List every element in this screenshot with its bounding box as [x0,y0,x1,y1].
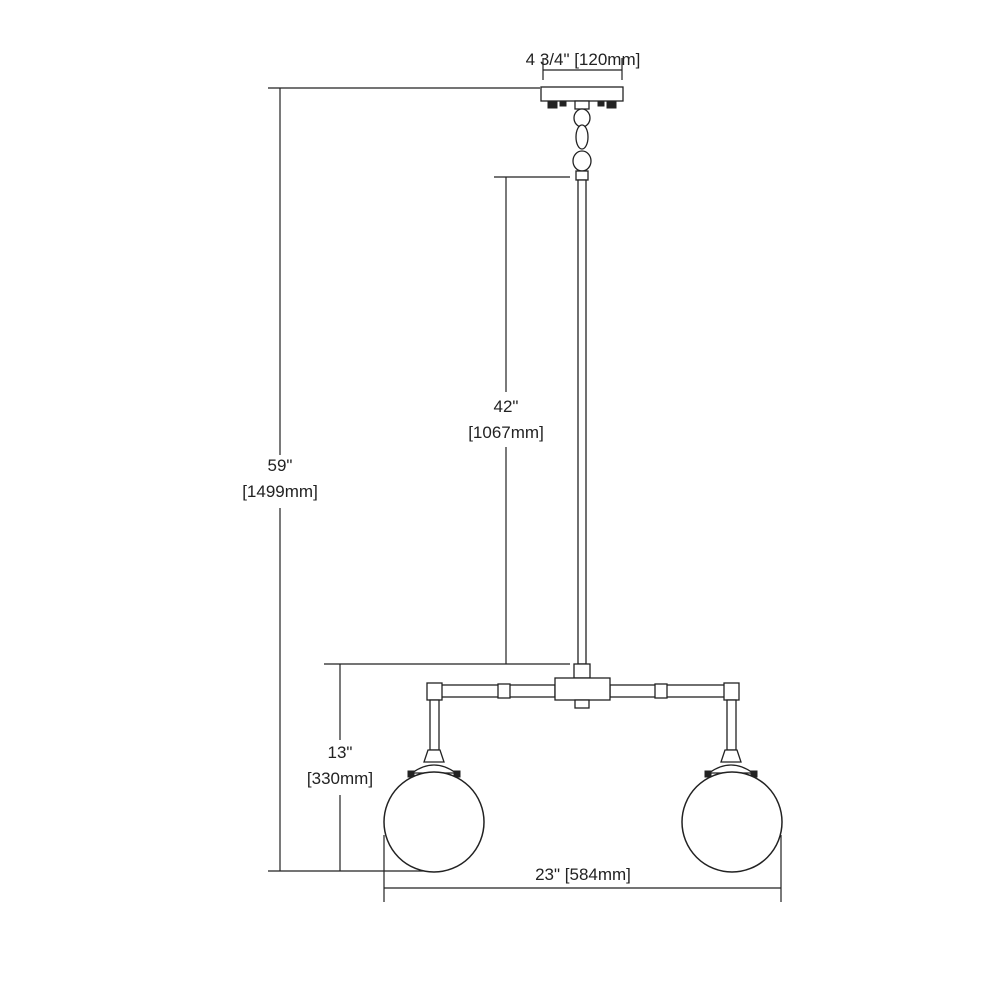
center-hub [554,677,611,701]
left-arm-elbow [426,682,443,701]
left-globe [383,771,485,873]
right-socket-neck [720,749,742,763]
overall-height-label-mm: [1499mm] [242,482,318,501]
body-height-label-in: 13" [328,743,353,762]
left-arm-knuckle [497,683,511,699]
dimension-lines [268,58,782,902]
stem-rod [577,179,587,665]
canopy-screw-right [606,100,617,109]
right-arm [609,684,727,698]
stem-coupler [575,170,589,181]
canopy-nut-right [597,100,605,107]
canopy-nut-left [559,100,567,107]
canopy-screw-left [547,100,558,109]
right-arm-knuckle [654,683,668,699]
chain-link-2 [575,124,589,150]
left-shade [383,749,485,873]
center-collar [573,663,591,679]
canopy-plate [540,86,624,102]
right-drop-rod [726,699,737,751]
hub-cap [574,699,590,709]
canopy [540,86,624,110]
right-shade [681,749,783,873]
body-height-label-mm: [330mm] [307,769,373,788]
right-holder-screw-left [704,770,712,778]
canopy-loop-base [574,100,590,110]
chain-link-1 [573,108,591,128]
arm-assembly [426,663,740,751]
left-drop-rod [429,699,440,751]
overall-height-label-in: 59" [268,456,293,475]
left-socket-neck [423,749,445,763]
overall-width-label: 23" [584mm] [535,865,631,884]
right-globe [681,771,783,873]
stem-height-label-in: 42" [494,397,519,416]
canopy-width-label: 4 3/4" [120mm] [526,50,641,69]
chain-link-3 [572,150,592,172]
right-arm-elbow [723,682,740,701]
chain [572,108,592,181]
dimension-labels: 4 3/4" [120mm] 59" [1499mm] 42" [1067mm]… [242,50,640,884]
stem-height-label-mm: [1067mm] [468,423,544,442]
